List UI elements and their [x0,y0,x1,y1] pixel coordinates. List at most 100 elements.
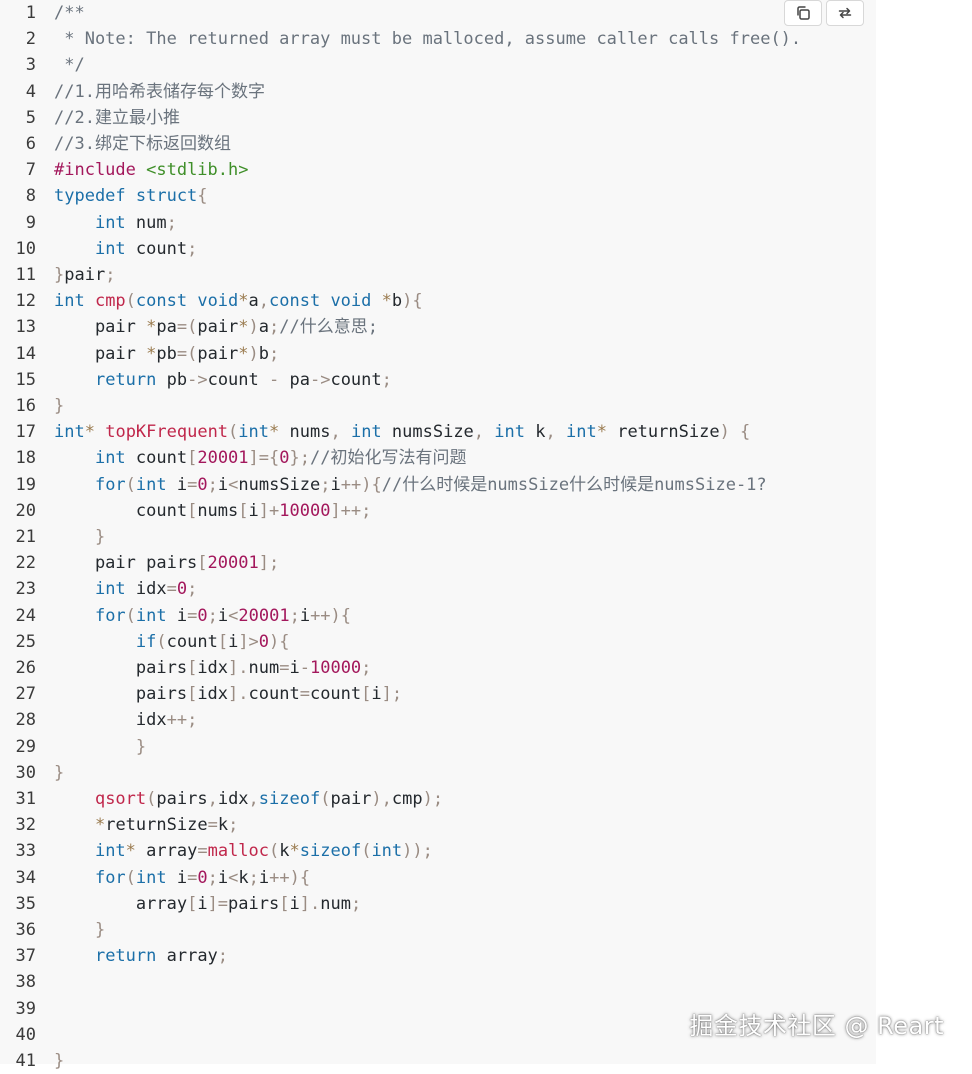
code-line: 5//2.建立最小推 [0,105,876,131]
code-token: count [207,369,269,390]
code-token: ; [105,265,116,285]
code-token: , [248,789,259,809]
code-token: i [299,605,311,626]
line-source: return array; [54,943,228,969]
code-token: } [54,762,65,783]
code-token: cmp [94,291,126,312]
code-token: } [54,1051,65,1071]
code-token: = [187,867,198,888]
code-token: int [94,212,126,233]
code-token: for [94,474,126,495]
code-token: b [391,291,403,312]
code-line: 39 [0,996,876,1022]
code-token: ) { [719,422,751,443]
line-number: 7 [25,160,36,181]
code-token: idx [54,710,167,731]
code-line: 6//3.绑定下标返回数组 [0,131,876,157]
code-token: } [54,265,65,285]
code-line: 36 } [0,917,876,943]
code-token: count [166,631,218,652]
line-number: 20 [15,500,36,521]
wrap-toggle-button[interactable] [826,0,864,26]
code-token: for [94,605,126,626]
code-line: 23 int idx=0; [0,576,876,602]
copy-button[interactable] [784,0,822,26]
code-token: ; [207,474,218,495]
code-token: //3.绑定下标返回数组 [54,134,231,154]
line-source: qsort(pairs,idx,sizeof(pair),cmp); [54,786,443,812]
code-token: int [135,867,167,888]
code-token: ]+ [258,500,280,521]
code-token: 0 [279,448,290,469]
code-line: 35 array[i]=pairs[i].num; [0,891,876,917]
code-line: 30} [0,760,876,786]
line-source: int idx=0; [54,576,197,602]
code-token: //初始化写法有问题 [309,448,467,469]
code-line: 15 return pb->count - pa->count; [0,367,876,393]
code-token: ( [146,789,157,809]
line-source: *returnSize=k; [54,812,238,838]
code-token: i [166,474,188,495]
code-token: count [125,448,188,469]
code-line: 31 qsort(pairs,idx,sizeof(pair),cmp); [0,786,876,812]
code-token: k [238,867,249,888]
line-source: for(int i=0;i<numsSize;i++){//什么时候是numsS… [54,472,767,498]
code-token [341,422,351,442]
code-token: , [207,789,218,809]
code-token: [ [187,684,198,705]
code-token: ; [187,579,198,600]
code-token: array [54,893,188,914]
code-token: sizeof [258,789,321,809]
code-token: =( [176,317,198,338]
code-token: i [330,474,341,495]
code-token: -> [187,369,208,390]
line-source: } [54,524,105,550]
code-token: ++; [166,710,198,731]
code-token: -> [309,369,331,390]
code-line: 3 */ [0,52,876,78]
code-token: ; [361,658,372,678]
code-token: = [187,605,198,626]
code-token: * [146,343,157,364]
code-token: [ [197,553,208,574]
code-token: ; [207,867,218,888]
code-token: int [135,605,167,626]
code-token: <stdlib.h> [146,160,249,181]
code-token [54,370,95,390]
code-token: ), [371,789,392,809]
code-token: * [238,343,249,364]
code-token: //2.建立最小推 [54,107,180,128]
code-token: nums [197,500,239,521]
code-token: [ [187,658,198,678]
line-number: 11 [15,265,36,285]
line-number: 32 [15,815,36,836]
code-token: int [94,841,126,862]
code-token: k [525,422,546,443]
code-token: - [299,658,310,678]
line-source: count[nums[i]+10000]++; [54,498,372,524]
copy-icon [797,6,810,20]
line-number: 14 [15,343,36,364]
code-token: ( [125,867,136,888]
code-token: pair [54,317,147,338]
code-token: ++){ [340,474,382,495]
code-token: pa [279,369,310,390]
code-token: pb [156,343,177,364]
code-token: i [166,867,188,888]
code-token: //什么意思; [279,317,379,338]
line-number: 15 [15,369,36,390]
line-source: array[i]=pairs[i].num; [54,891,361,917]
code-token: #include [54,160,147,181]
code-token: count [309,684,362,705]
code-token: ; [187,238,198,259]
line-number: 16 [15,396,36,416]
code-token: * [289,841,300,862]
code-token: ]. [228,684,249,705]
line-source: for(int i=0;i<20001;i++){ [54,603,351,629]
code-token: pb [156,369,188,390]
code-token: count [54,500,188,521]
code-line: 13 pair *pa=(pair*)a;//什么意思; [0,314,876,340]
code-token: a [258,317,270,338]
line-source: } [54,917,105,943]
